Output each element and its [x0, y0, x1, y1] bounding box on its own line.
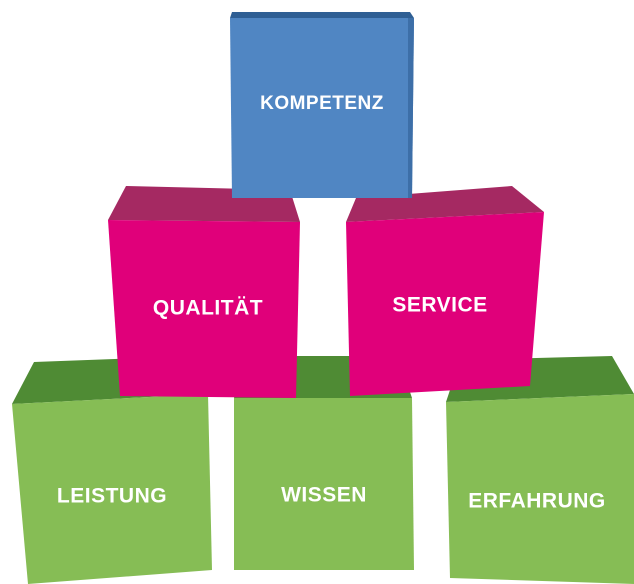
cube-qualitaet-front-face — [108, 220, 300, 398]
cube-kompetenz-top-face — [230, 12, 414, 18]
cube-kompetenz: KOMPETENZ — [230, 12, 414, 198]
cube-kompetenz-front-face — [230, 18, 414, 198]
cube-leistung-front-face — [12, 394, 212, 584]
cube-erfahrung: ERFAHRUNG — [446, 356, 634, 584]
cube-service: SERVICE — [346, 186, 544, 396]
cube-qualitaet: QUALITÄT — [108, 186, 300, 398]
cube-kompetenz-label: KOMPETENZ — [260, 93, 384, 114]
cube-service-label: SERVICE — [392, 294, 487, 317]
cube-leistung-label: LEISTUNG — [57, 485, 167, 508]
cube-wissen-label: WISSEN — [281, 484, 367, 507]
cube-erfahrung-front-face — [446, 394, 634, 584]
cube-kompetenz-right-edge — [408, 18, 414, 198]
cube-qualitaet-label: QUALITÄT — [153, 297, 263, 320]
cube-wissen-front-face — [234, 398, 414, 570]
cube-erfahrung-label: ERFAHRUNG — [468, 490, 606, 513]
cube-service-front-face — [346, 212, 544, 396]
